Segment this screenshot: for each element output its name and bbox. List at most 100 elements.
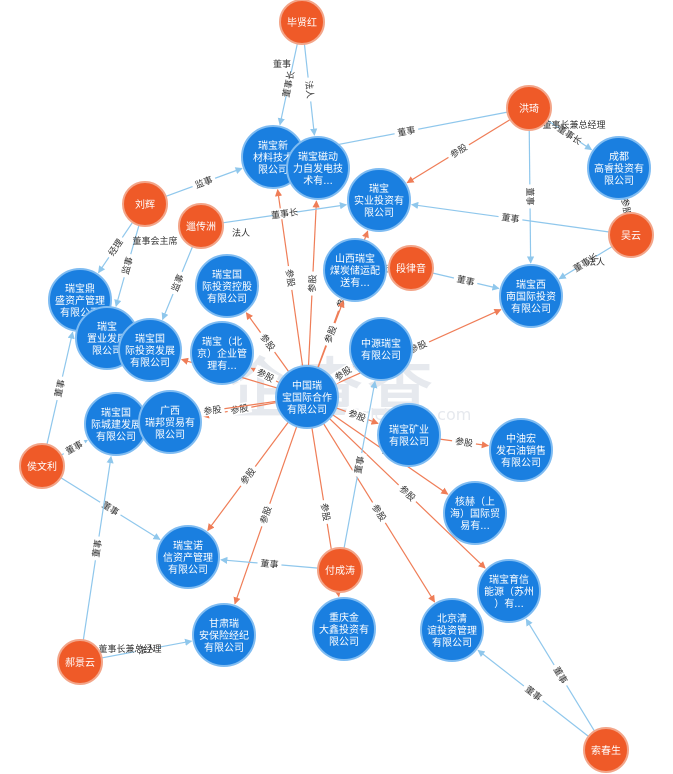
person-node-dcz[interactable]: 邋传洲 <box>178 203 224 249</box>
edge-label-18: 参股 <box>451 434 477 450</box>
node-circle[interactable] <box>443 481 507 545</box>
node-circle[interactable] <box>499 264 563 328</box>
node-circle[interactable] <box>178 203 224 249</box>
edge-label-text: 董事 <box>352 455 367 475</box>
node-circle[interactable] <box>275 365 339 429</box>
edge-label-21: 法人 <box>302 76 317 103</box>
node-label-line: 刘辉 <box>135 199 155 211</box>
node-circle[interactable] <box>279 0 325 45</box>
edge-label-0: 参股 <box>283 265 298 291</box>
node-label-line: 易有... <box>460 519 490 532</box>
person-node-hq[interactable]: 洪琦 <box>506 85 552 131</box>
edge-label-28: 董事长 <box>270 206 298 222</box>
company-node-c_sz[interactable]: 瑞宝育信能源（苏州）有... <box>477 559 541 623</box>
node-circle[interactable] <box>122 181 168 227</box>
node-circle[interactable] <box>583 727 629 773</box>
node-circle[interactable] <box>323 238 387 302</box>
person-node-hwl[interactable]: 侯文利 <box>19 443 65 489</box>
edge-label-3: 参股 <box>320 321 340 348</box>
edge-label-27: 监事 <box>118 252 136 279</box>
node-circle[interactable] <box>377 403 441 467</box>
node-circle[interactable] <box>317 547 363 593</box>
company-node-c_sxmt[interactable]: 山西瑞宝煤炭储运配送有... <box>323 238 387 302</box>
person-node-fct[interactable]: 付成涛 <box>317 547 363 593</box>
node-label-line: 索春生 <box>591 744 621 757</box>
node-circle[interactable] <box>312 597 376 661</box>
edge-label-text: 参股 <box>283 268 297 288</box>
node-label-line: 限公司 <box>258 164 288 176</box>
person-node-wy[interactable]: 吴云 <box>608 212 654 258</box>
node-label-line: 重庆金 <box>329 611 359 624</box>
edge-label-text: 法人 <box>302 80 316 99</box>
node-circle[interactable] <box>587 136 651 200</box>
node-circle[interactable] <box>118 318 182 382</box>
role-label-bxh: 董事 <box>273 58 291 70</box>
node-label-line: 际投资发展 <box>125 344 175 357</box>
node-circle[interactable] <box>349 317 413 381</box>
node-circle[interactable] <box>477 559 541 623</box>
person-node-hjy[interactable]: 郝景云 <box>57 639 103 685</box>
company-node-c_hh[interactable]: 核赫（上海）国际贸易有... <box>443 481 507 545</box>
node-label-line: 吴云 <box>621 230 641 242</box>
node-label-line: 材料技术 <box>253 151 293 164</box>
node-circle[interactable] <box>489 418 553 482</box>
node-circle[interactable] <box>195 254 259 318</box>
node-label-line: 谊投资管理 <box>427 624 477 637</box>
node-label-line: 中国瑞 <box>292 379 322 392</box>
node-circle[interactable] <box>347 168 411 232</box>
node-label-line: 瑞宝国 <box>101 406 131 419</box>
node-label-line: 盛资产管理 <box>55 294 105 307</box>
person-node-lh[interactable]: 刘辉 <box>122 181 168 227</box>
node-label-line: 限公司 <box>92 345 122 357</box>
node-circle[interactable] <box>156 525 220 589</box>
node-label-line: 实业投资有 <box>354 194 404 207</box>
edge-label-42: 董事 <box>549 661 572 689</box>
node-label-line: 瑞宝新 <box>258 139 288 152</box>
node-circle[interactable] <box>388 245 434 291</box>
company-node-c_bj[interactable]: 瑞宝（北京）企业管理有... <box>190 321 254 385</box>
edge-label-10: 参股 <box>199 402 226 418</box>
person-node-dlg[interactable]: 段律音 <box>388 245 434 291</box>
node-circle[interactable] <box>506 85 552 131</box>
edge-label-text: 董事 <box>260 557 279 570</box>
edge-label-37: 董事 <box>97 497 124 520</box>
node-label-line: 际投资控股 <box>202 280 252 293</box>
node-circle[interactable] <box>190 321 254 385</box>
node-circle[interactable] <box>420 598 484 662</box>
node-label-line: 瑞宝矿业 <box>389 423 429 436</box>
company-node-c_cdzd[interactable]: 瑞宝磁动力自发电技术有... <box>286 136 350 200</box>
node-circle[interactable] <box>286 136 350 200</box>
person-node-bxh[interactable]: 毕贤红 <box>279 0 325 45</box>
node-circle[interactable] <box>608 212 654 258</box>
node-circle[interactable] <box>138 390 202 454</box>
node-label-line: 限公司 <box>604 175 634 187</box>
node-circle[interactable] <box>19 443 65 489</box>
node-label-line: 南国际投资 <box>506 290 556 303</box>
node-label-line: 侯文利 <box>27 460 57 473</box>
edge-label-19: 参股 <box>445 139 472 162</box>
edge-label-16: 参股 <box>318 499 334 525</box>
person-node-scs[interactable]: 索春生 <box>583 727 629 773</box>
node-label-line: 段律音 <box>396 262 426 275</box>
node-circle[interactable] <box>57 639 103 685</box>
edge-label-23: 董事 <box>393 123 420 139</box>
node-label-line: 限公司 <box>329 636 359 648</box>
node-circle[interactable] <box>192 603 256 667</box>
